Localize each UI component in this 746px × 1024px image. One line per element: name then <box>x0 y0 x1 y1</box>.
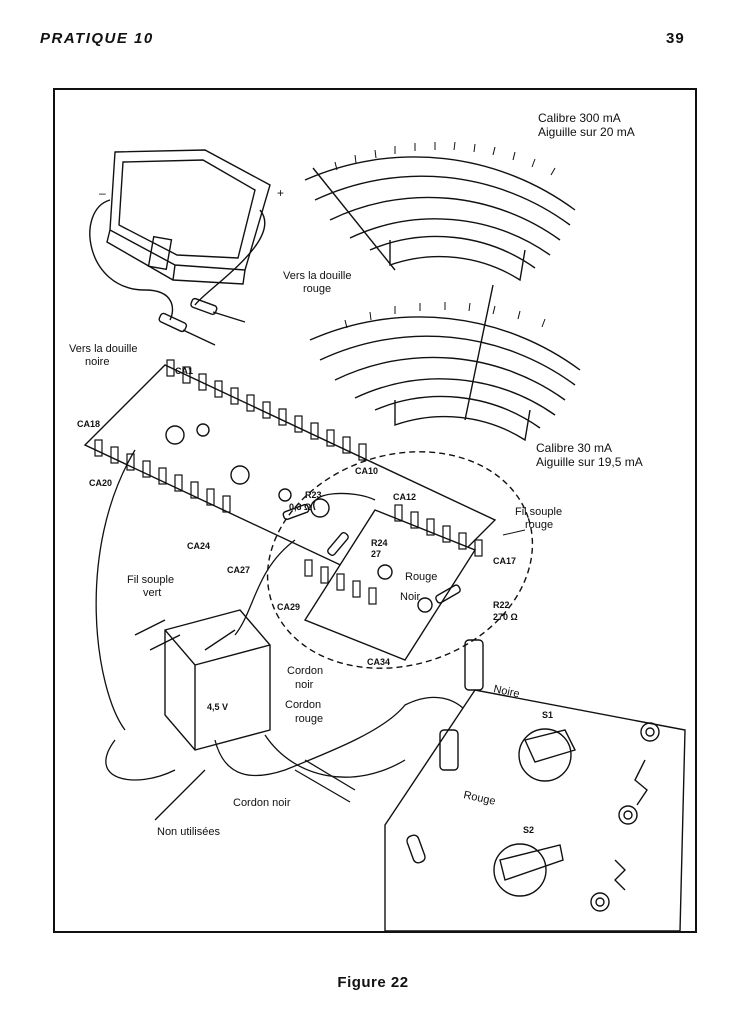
label-rouge-jack: Rouge <box>405 571 437 583</box>
meter-bottom-caption-2: Aiguille sur 19,5 mA <box>536 455 643 469</box>
label-r22-value: 270 Ω <box>493 612 518 622</box>
label-minus: – <box>99 186 106 200</box>
label-vers-douille-noire: Vers la douille <box>69 343 138 355</box>
label-plus: + <box>277 186 284 200</box>
terminal-ca17: CA17 <box>493 556 516 566</box>
meter-scale-top <box>304 141 576 282</box>
label-cordon-noir: Cordon <box>287 665 323 677</box>
wiring-diagram: Calibre 300 mA Aiguille sur 20 mA Calibr… <box>69 111 686 931</box>
meter-scale-bottom <box>309 284 581 442</box>
label-noir-jack: Noir <box>400 591 421 603</box>
section-header: PRATIQUE 10 <box>40 30 154 47</box>
label-battery-voltage: 4,5 V <box>207 702 228 712</box>
terminal-ca24: CA24 <box>187 541 210 551</box>
terminal-ca29: CA29 <box>277 602 300 612</box>
label-vers-douille-rouge: Vers la douille <box>283 270 352 282</box>
terminal-ca27: CA27 <box>227 565 250 575</box>
label-vers-douille-noire-2: noire <box>85 356 109 368</box>
label-r24-value: 27 <box>371 549 381 559</box>
terminal-ca18: CA18 <box>77 419 100 429</box>
label-vers-douille-rouge-2: rouge <box>303 283 331 295</box>
label-r23-value: 0,3 Ω <box>289 502 311 512</box>
label-cordon-noir-bottom: Cordon noir <box>233 797 291 809</box>
battery-drawing <box>134 609 271 751</box>
circuit-board <box>83 359 534 669</box>
label-s2: S2 <box>523 825 534 835</box>
control-panel-drawing <box>384 639 686 931</box>
terminal-ca10: CA10 <box>355 466 378 476</box>
label-s1: S1 <box>542 710 553 720</box>
multimeter-drawing <box>89 149 271 346</box>
label-r24: R24 <box>371 538 388 548</box>
wires <box>95 449 466 821</box>
label-cordon-rouge-2: rouge <box>295 713 323 725</box>
terminal-ca12: CA12 <box>393 492 416 502</box>
page-number: 39 <box>666 30 685 47</box>
terminal-ca34: CA34 <box>367 657 390 667</box>
label-cordon-noir-2: noir <box>295 679 314 691</box>
label-cordon-rouge: Cordon <box>285 699 321 711</box>
meter-bottom-caption-1: Calibre 30 mA <box>536 441 612 455</box>
terminal-ca1: CA1 <box>175 366 193 376</box>
label-non-utilisees: Non utilisées <box>157 826 220 838</box>
label-fil-souple-vert-2: vert <box>143 587 161 599</box>
terminal-ca20: CA20 <box>89 478 112 488</box>
figure-caption: Figure 22 <box>337 974 409 991</box>
label-fil-souple-rouge-2: rouge <box>525 519 553 531</box>
label-noire-panel: Noire <box>492 683 520 700</box>
label-r22: R22 <box>493 600 510 610</box>
figure-22-illustration: Calibre 300 mA Aiguille sur 20 mA Calibr… <box>53 88 697 933</box>
meter-top-caption-1: Calibre 300 mA <box>538 111 621 125</box>
label-fil-souple-rouge: Fil souple <box>515 506 562 518</box>
label-r23: R23 <box>305 490 322 500</box>
meter-top-caption-2: Aiguille sur 20 mA <box>538 125 635 139</box>
label-fil-souple-vert: Fil souple <box>127 574 174 586</box>
